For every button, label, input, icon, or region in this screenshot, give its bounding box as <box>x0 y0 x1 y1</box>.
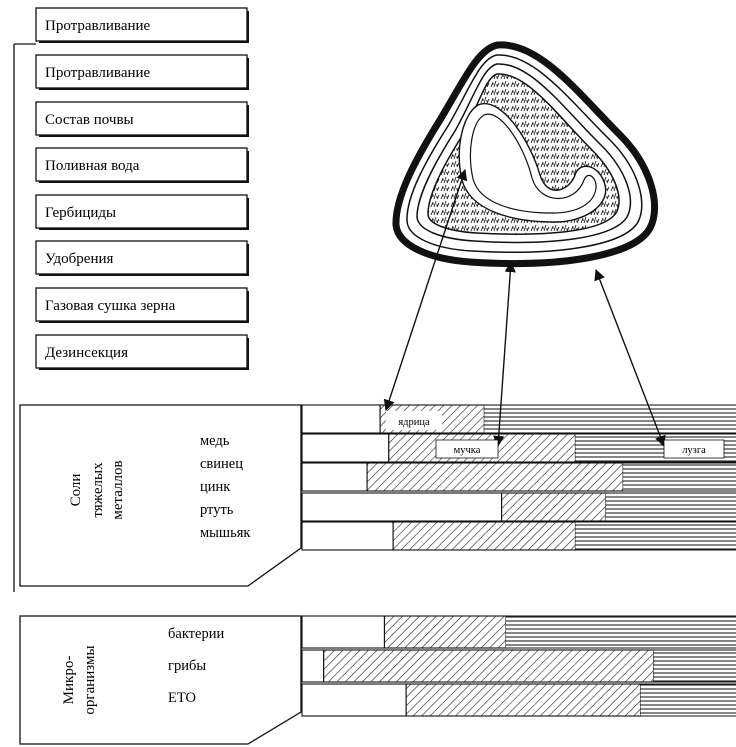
bar-segment-husk <box>641 684 736 716</box>
bar-segment-husk <box>484 405 736 433</box>
metal-label: цинк <box>200 479 231 495</box>
bar-segment-kernel <box>302 522 393 550</box>
bar-segment-husk <box>606 493 736 521</box>
bar-segment-flour <box>384 616 506 648</box>
microorganism-label: бактерии <box>168 626 224 642</box>
process-step-box: Дезинсекция <box>36 335 248 370</box>
bar-segment-kernel <box>302 434 389 462</box>
process-step-box: Протравливание <box>36 8 248 43</box>
microorganisms-label-line2: организмы <box>82 645 98 714</box>
bar-segment-kernel <box>302 650 324 682</box>
microorganism-label: грибы <box>168 658 206 674</box>
microorganisms-label-line1: Микро- <box>61 656 77 705</box>
kernel-tag-text: ядрица <box>398 417 430 428</box>
heavy-metals-label-line2: тяжелых <box>90 462 106 518</box>
distribution-bar-metal <box>302 405 736 433</box>
bar-segment-kernel <box>302 405 380 433</box>
distribution-bar-micro <box>302 684 736 716</box>
process-step-box: Поливная вода <box>36 148 248 183</box>
process-step-label: Дезинсекция <box>45 345 128 361</box>
metal-label: мышьяк <box>200 525 251 541</box>
bar-segment-kernel <box>302 684 406 716</box>
bar-segment-husk <box>654 650 736 682</box>
distribution-bar-metal <box>302 493 736 521</box>
distribution-bar-micro <box>302 650 736 682</box>
process-step-label: Протравливание <box>45 18 151 34</box>
grain-cross-section <box>396 45 655 264</box>
metal-label: свинец <box>200 456 243 472</box>
process-step-label: Удобрения <box>45 251 113 267</box>
distribution-bar-metal <box>302 522 736 550</box>
metal-label: ртуть <box>200 502 234 518</box>
process-step-box: Газовая сушка зерна <box>36 288 248 323</box>
heavy-metals-label-line1: Соли <box>68 474 84 507</box>
bar-segment-husk <box>623 463 736 491</box>
distribution-bar-metal <box>302 463 736 491</box>
bar-segment-flour <box>502 493 606 521</box>
process-step-box: Состав почвы <box>36 102 248 137</box>
flour-tag: мучка <box>436 440 498 458</box>
heavy-metals-label-line3: металлов <box>110 460 126 519</box>
bar-segment-husk <box>506 616 736 648</box>
process-step-box: Протравливание <box>36 55 248 90</box>
husk-tag-text: лузга <box>682 445 706 456</box>
process-step-label: Поливная вода <box>45 158 140 174</box>
process-step-label: Состав почвы <box>45 112 134 128</box>
bar-segment-flour <box>367 463 623 491</box>
bar-segment-kernel <box>302 493 502 521</box>
process-step-label: Протравливание <box>45 65 151 81</box>
husk-tag: лузга <box>664 440 724 458</box>
microorganism-label: ЕТО <box>168 690 196 706</box>
bar-segment-flour <box>393 522 575 550</box>
process-step-label: Газовая сушка зерна <box>45 298 176 314</box>
bar-segment-flour <box>324 650 654 682</box>
bar-segment-flour <box>406 684 640 716</box>
process-step-box: Гербициды <box>36 195 248 230</box>
kernel-tag: ядрица <box>386 411 442 430</box>
metal-label: медь <box>200 433 230 449</box>
process-step-box: Удобрения <box>36 241 248 276</box>
bar-segment-kernel <box>302 463 367 491</box>
bar-segment-kernel <box>302 616 384 648</box>
process-step-label: Гербициды <box>45 205 116 221</box>
distribution-bar-micro <box>302 616 736 648</box>
flour-tag-text: мучка <box>454 445 481 456</box>
bar-segment-husk <box>575 522 736 550</box>
heavy-metals-panel: Соли тяжелых металлов медь свинец цинк ртут… <box>20 405 301 586</box>
